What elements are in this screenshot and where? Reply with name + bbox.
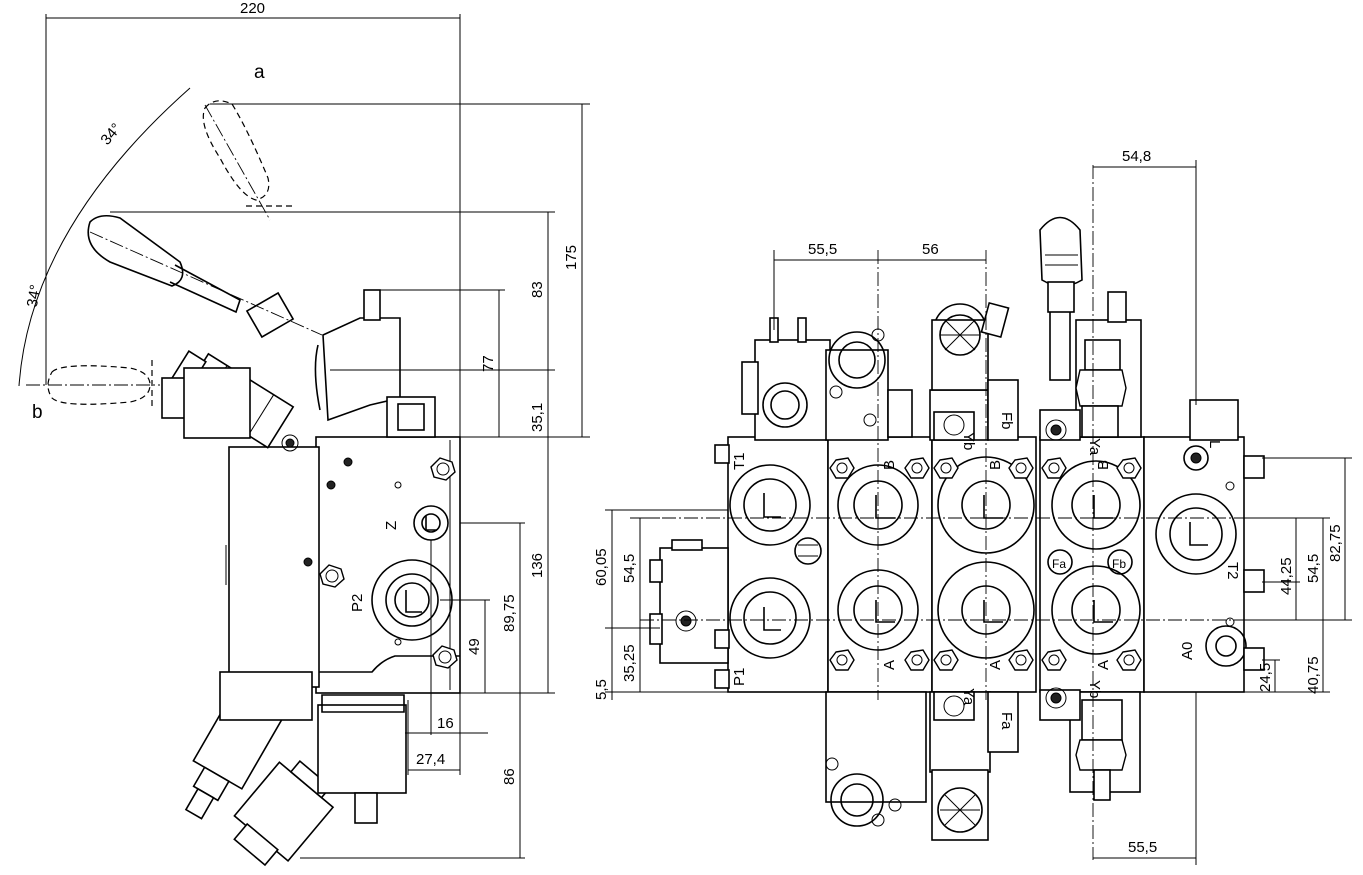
lever-ghost-a bbox=[202, 100, 270, 201]
dim-54-5-right: 54,5 bbox=[1305, 554, 1322, 583]
port-p1 bbox=[729, 577, 811, 659]
side-view: 220 34° 34° a b 175 83 35,1 77 136 89,75… bbox=[18, 0, 590, 867]
dim-24-5: 24,5 bbox=[1257, 663, 1274, 692]
label-t1: T1 bbox=[731, 452, 748, 470]
dim-5-5: 5,5 bbox=[593, 679, 610, 700]
dim-56: 56 bbox=[922, 241, 939, 258]
nut bbox=[430, 457, 456, 481]
dim-82-75: 82,75 bbox=[1327, 524, 1344, 562]
port-l bbox=[1183, 445, 1209, 471]
dim-86: 86 bbox=[501, 768, 518, 785]
label-b-2: B bbox=[987, 460, 1004, 470]
lever-ghost-b bbox=[47, 365, 151, 405]
dim-54-8: 54,8 bbox=[1122, 148, 1151, 165]
port-t1 bbox=[729, 464, 811, 546]
dim-34-upper: 34° bbox=[97, 120, 125, 148]
port-t2 bbox=[1155, 493, 1237, 575]
nut bbox=[319, 564, 345, 588]
label-a: a bbox=[254, 62, 265, 83]
label-p1: P1 bbox=[731, 668, 748, 686]
dim-60-05: 60,05 bbox=[593, 548, 610, 586]
port-b3 bbox=[1051, 460, 1141, 550]
dim-55-5-top: 55,5 bbox=[808, 241, 837, 258]
label-a0: A0 bbox=[1179, 642, 1196, 660]
label-p2: P2 bbox=[349, 594, 366, 612]
label-fa-2: Fa bbox=[1052, 557, 1066, 571]
front-view: T1 P1 B A bbox=[593, 148, 1352, 865]
port-a0 bbox=[1205, 625, 1247, 667]
lever-handle bbox=[87, 214, 184, 287]
label-ya-1: Ya bbox=[960, 688, 977, 706]
label-fb-1: Fb bbox=[998, 412, 1015, 430]
dim-27-4: 27,4 bbox=[416, 751, 445, 768]
label-b-1: B bbox=[881, 460, 898, 470]
label-fa-1: Fa bbox=[998, 712, 1015, 730]
side-view-body bbox=[315, 436, 461, 694]
dim-35-25: 35,25 bbox=[621, 644, 638, 682]
dim-54-5-left: 54,5 bbox=[621, 554, 638, 583]
dim-89-75: 89,75 bbox=[501, 594, 518, 632]
label-l: L bbox=[1206, 440, 1223, 448]
label-yb-2: Yb bbox=[1086, 680, 1103, 698]
label-yb-1: Yb bbox=[960, 432, 977, 450]
dim-220: 220 bbox=[240, 0, 265, 17]
solenoid-bottom-box bbox=[317, 704, 407, 794]
nut bbox=[432, 645, 458, 669]
port-a3 bbox=[1051, 565, 1141, 655]
label-t2: T2 bbox=[1224, 562, 1241, 580]
dim-40-75: 40,75 bbox=[1305, 656, 1322, 694]
dim-77: 77 bbox=[480, 355, 497, 372]
label-b-3: B bbox=[1095, 460, 1112, 470]
label-a-1: A bbox=[881, 660, 898, 670]
outlet-section bbox=[1143, 436, 1245, 693]
label-z: Z bbox=[383, 521, 400, 530]
dim-175: 175 bbox=[563, 245, 580, 270]
dim-49: 49 bbox=[466, 638, 483, 655]
lever-knob bbox=[1039, 216, 1083, 287]
label-b: b bbox=[32, 402, 43, 423]
label-ya-2: Ya bbox=[1086, 438, 1103, 456]
dim-55-5-bottom: 55,5 bbox=[1128, 839, 1157, 856]
dim-136: 136 bbox=[529, 553, 546, 578]
dim-44-25: 44,25 bbox=[1278, 557, 1295, 595]
dim-35-1: 35,1 bbox=[529, 403, 546, 432]
dim-16: 16 bbox=[437, 715, 454, 732]
label-a-2: A bbox=[987, 660, 1004, 670]
label-fb-2: Fb bbox=[1112, 557, 1126, 571]
side-view-body-step bbox=[316, 655, 460, 673]
dim-83: 83 bbox=[529, 281, 546, 298]
dim-34-lower: 34° bbox=[24, 283, 45, 308]
label-a-3: A bbox=[1095, 660, 1112, 670]
